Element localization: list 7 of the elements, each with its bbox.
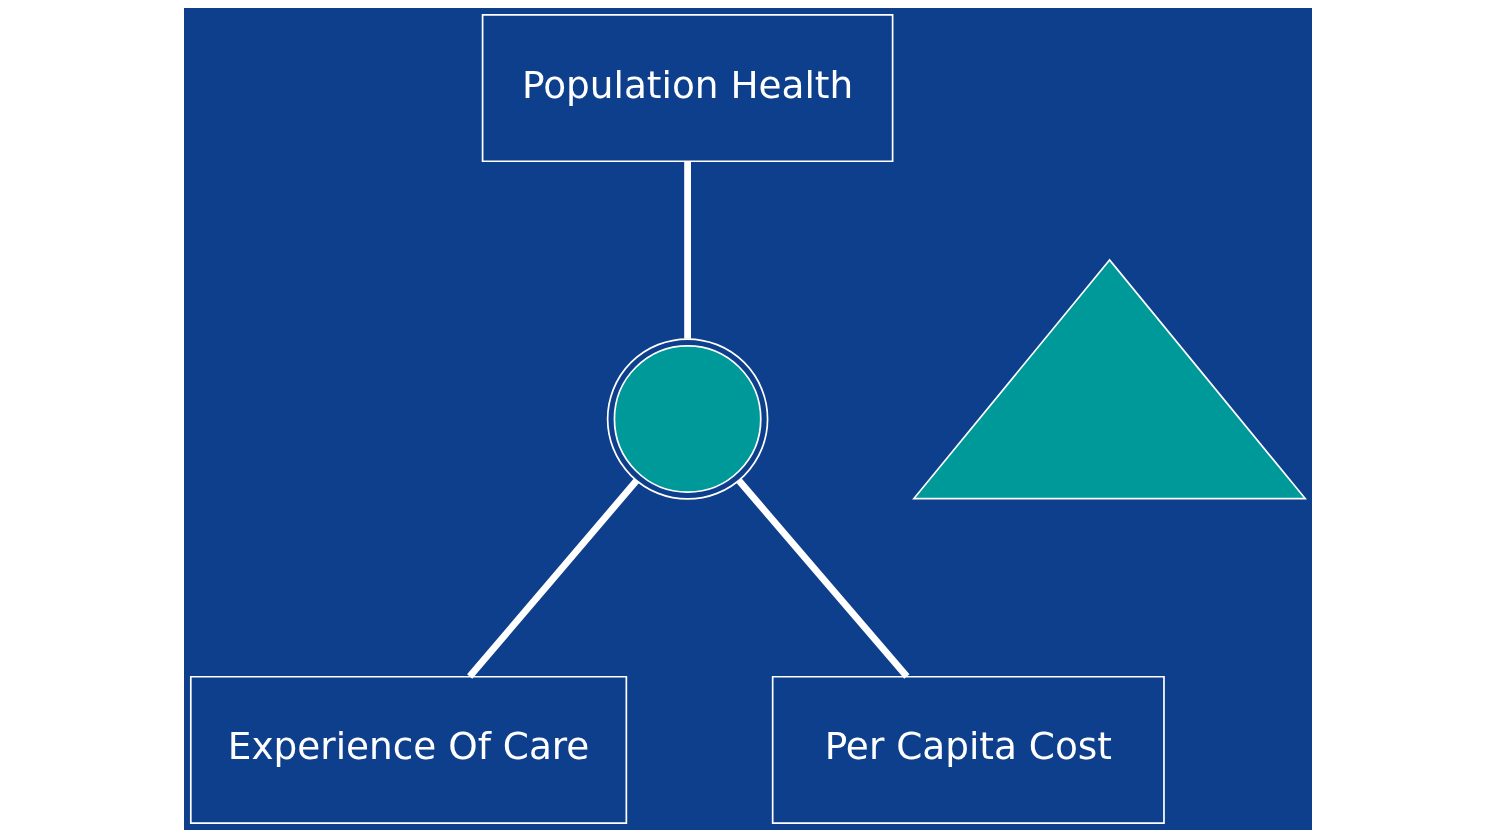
node-box: Population Health — [481, 14, 893, 163]
node-triangle — [911, 258, 1307, 500]
connector — [736, 478, 909, 679]
connector — [466, 478, 639, 679]
node-ring — [606, 338, 768, 500]
node-box: Per Capita Cost — [771, 675, 1165, 824]
node-box: Experience Of Care — [189, 675, 627, 824]
